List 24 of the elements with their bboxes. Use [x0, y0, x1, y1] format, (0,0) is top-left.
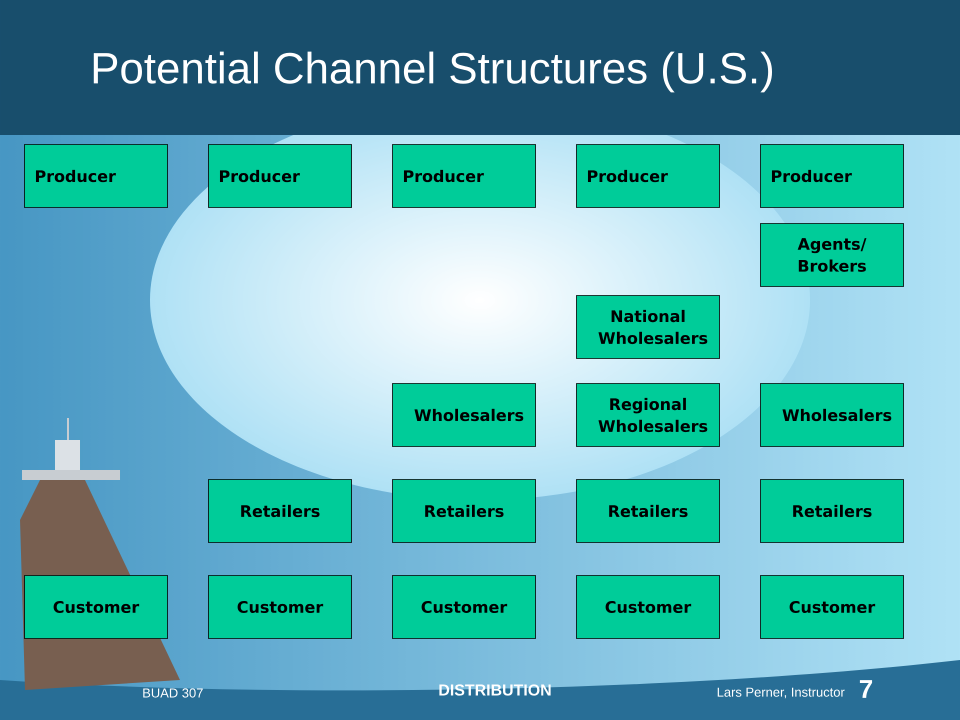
channel-box: Customer	[24, 575, 168, 639]
footer-title: DISTRIBUTION	[439, 684, 551, 696]
channel-box: Producer	[208, 144, 352, 208]
channel-box: Customer	[576, 575, 720, 639]
channel-box: Agents/ Brokers	[760, 223, 904, 287]
channel-box: Wholesalers	[760, 383, 904, 447]
channel-box: Wholesalers	[392, 383, 536, 447]
channel-box: Producer	[760, 144, 904, 208]
channel-box: Producer	[24, 144, 168, 208]
course-code: BUAD 307	[143, 688, 203, 698]
title: Potential Channel Structures (U.S.)	[94, 52, 772, 92]
channel-box: Customer	[760, 575, 904, 639]
channel-box: Producer	[392, 144, 536, 208]
channel-box: Retailers	[392, 479, 536, 543]
channel-box: Retailers	[760, 479, 904, 543]
instructor-name: Lars Perner, Instructor	[718, 688, 845, 698]
channel-box: Retailers	[576, 479, 720, 543]
channel-box: Regional Wholesalers	[576, 383, 720, 447]
channel-box: National Wholesalers	[576, 295, 720, 359]
channel-box: Producer	[576, 144, 720, 208]
channel-box: Customer	[392, 575, 536, 639]
channel-box: Customer	[208, 575, 352, 639]
channel-box: Retailers	[208, 479, 352, 543]
page-number: 7	[860, 680, 872, 698]
